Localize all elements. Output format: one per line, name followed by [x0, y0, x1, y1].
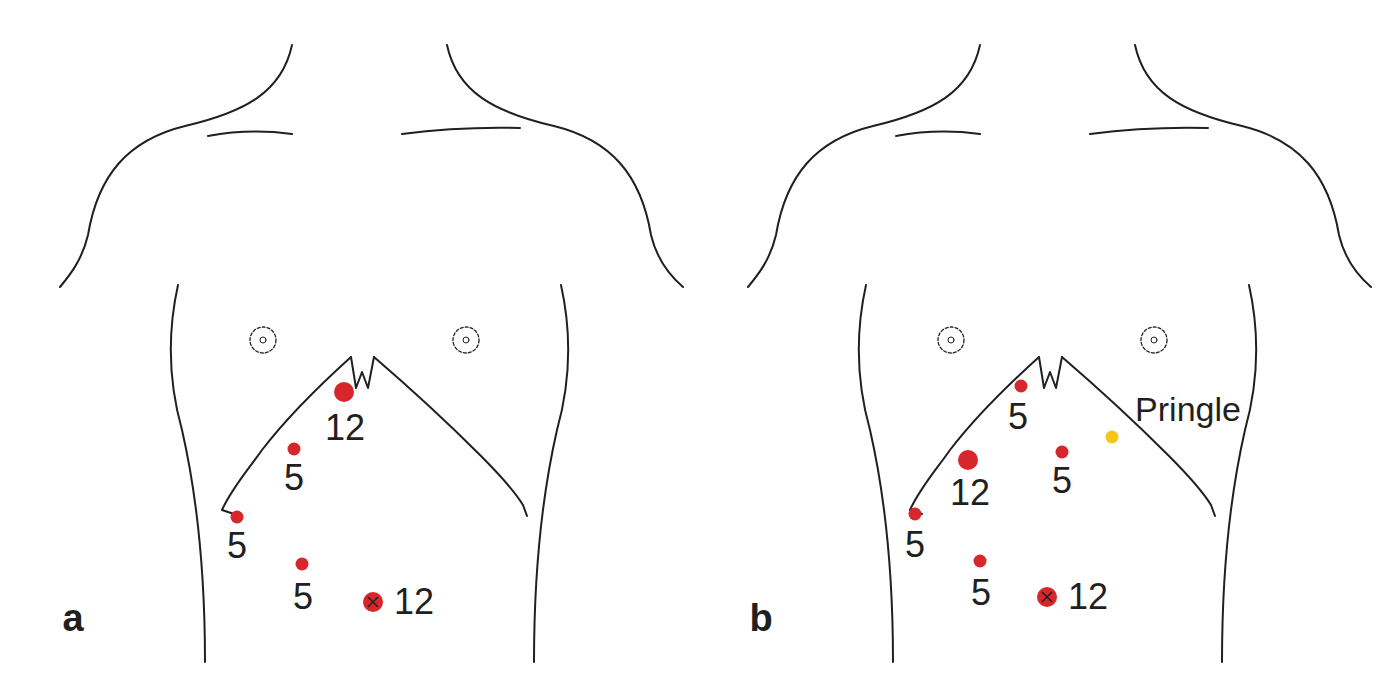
callout-number: 12: [325, 410, 365, 446]
callout-number: 5: [284, 460, 304, 496]
callout-number: 12: [1068, 579, 1108, 615]
callout-number: 5: [1008, 399, 1028, 435]
panel-letter: a: [62, 599, 83, 637]
callout-number: 5: [293, 579, 313, 615]
panel-letter: b: [749, 599, 772, 637]
callout-number: 5: [1052, 463, 1072, 499]
callout-number: 5: [227, 528, 247, 564]
port-label: Pringle: [1135, 392, 1241, 426]
callout-number: 12: [950, 475, 990, 511]
callout-number: 12: [394, 584, 434, 620]
callout-number: 5: [971, 575, 991, 611]
callout-number: 5: [905, 527, 925, 563]
